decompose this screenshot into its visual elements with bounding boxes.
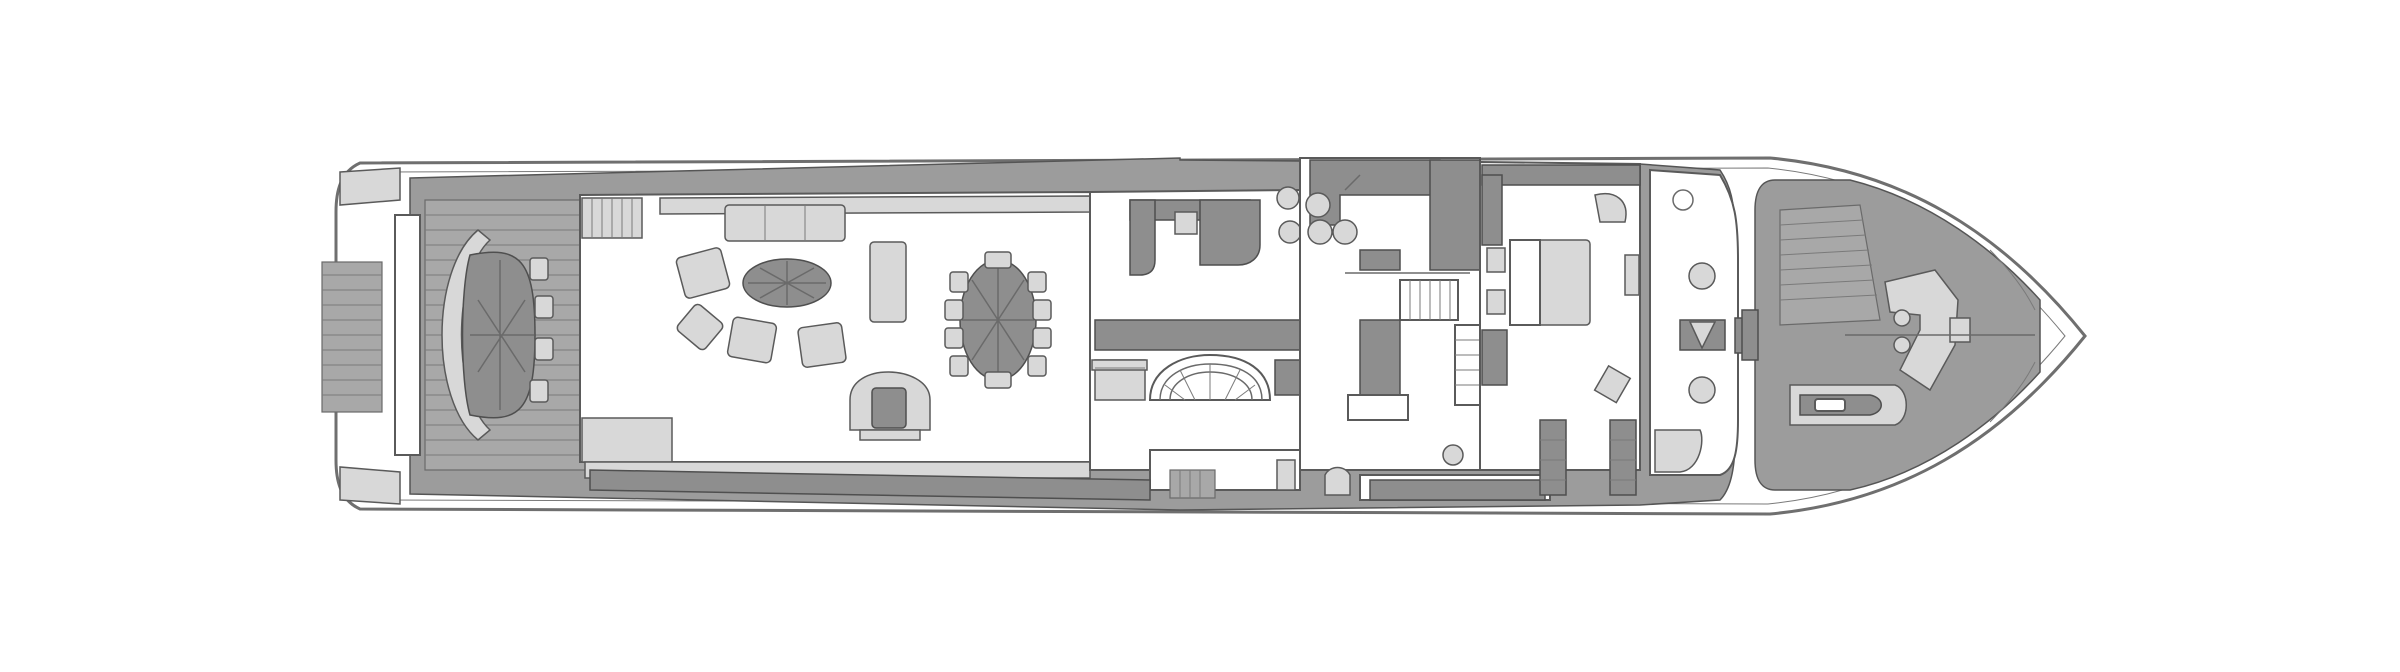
stool: [1278, 220, 1302, 244]
galley-island: [1094, 319, 1311, 351]
main-stair: [1148, 353, 1272, 401]
dining-table: [944, 251, 1052, 389]
stool: [1276, 186, 1300, 210]
aft-planter: [581, 417, 673, 463]
armchair: [676, 303, 724, 351]
swim-platform: [321, 167, 401, 505]
chair: [529, 257, 549, 281]
hatch: [1949, 317, 1971, 343]
armchair: [675, 247, 731, 299]
washbasin: [1305, 192, 1331, 218]
side-sofa: [869, 241, 907, 323]
sink: [1688, 376, 1716, 404]
bathtub: [1654, 429, 1703, 473]
chair: [529, 379, 549, 403]
galley-sink: [1174, 211, 1198, 235]
armchair: [726, 316, 778, 364]
crew-stair: [1399, 279, 1459, 321]
tender: [1789, 384, 1907, 426]
armchair: [797, 322, 847, 368]
wc: [1276, 459, 1296, 491]
basin: [1324, 466, 1351, 496]
sink: [1688, 262, 1716, 290]
galley-counter: [1129, 199, 1156, 276]
chair: [534, 295, 554, 319]
dresser: [1359, 249, 1401, 271]
salon-sofa: [724, 204, 846, 242]
washbasin: [1307, 219, 1333, 245]
salon-stair: [581, 197, 643, 239]
chair: [534, 337, 554, 361]
piano-seat: [849, 371, 931, 441]
